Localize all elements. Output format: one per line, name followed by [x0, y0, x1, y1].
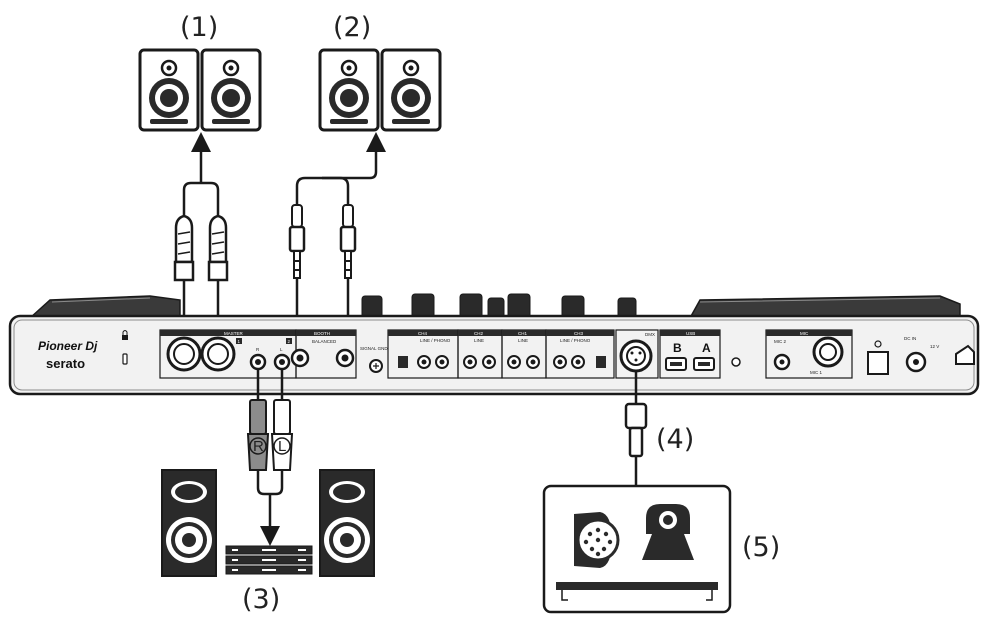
pa-speaker-right	[319, 469, 375, 577]
ch3-sub: LINE / PHONO	[560, 338, 591, 343]
rca-plug-l-label: L	[278, 438, 286, 455]
master-l-label: L	[280, 347, 283, 352]
monitor-speaker-left-2	[318, 48, 380, 132]
rca-plug-left: L	[270, 399, 294, 471]
usb-section: USB B A	[659, 329, 721, 379]
master-r-label: R	[256, 347, 260, 352]
booth-label: BOOTH	[314, 331, 330, 336]
usb-a-label: A	[702, 341, 711, 355]
xlr-plug-left	[173, 214, 195, 282]
callout-3: (3)	[242, 584, 280, 615]
brand-pioneer: Pioneer Dj	[38, 339, 98, 353]
monitor-speaker-right-2	[380, 48, 442, 132]
ch4-label: CH4	[418, 331, 427, 336]
trs-plug-right	[339, 204, 357, 279]
monitor-speakers-2	[318, 48, 442, 132]
kensington-slot	[122, 353, 128, 365]
power-switch	[867, 351, 889, 375]
master-2-num: 2	[288, 339, 291, 344]
booth-section: BOOTH BALANCED	[290, 329, 357, 379]
master-section: MASTER 1 2 R L	[159, 329, 297, 379]
dmx-cable-4	[624, 370, 648, 486]
mic2-label: MIC 2	[774, 339, 786, 344]
monitor-speakers-1	[138, 48, 262, 132]
booth-balanced-label: BALANCED	[312, 339, 337, 344]
xlr-plug-right	[207, 214, 229, 282]
ch1-sub: LINE	[518, 338, 528, 343]
mic-label: MIC	[800, 331, 809, 336]
voltage-label: 12 V	[930, 344, 939, 349]
signal-gnd: SIGNAL GND	[360, 346, 388, 373]
callout-4: (4)	[656, 424, 694, 455]
ch2-sub: LINE	[474, 338, 484, 343]
callout-2: (2)	[333, 12, 371, 43]
lock-icon	[122, 330, 128, 340]
callout-1: (1)	[180, 12, 218, 43]
power-section: DC IN 12 V	[867, 336, 975, 375]
pa-speaker-left	[161, 469, 217, 577]
callout-5: (5)	[742, 532, 780, 563]
usb-b-label: B	[673, 341, 682, 355]
ch4-sub: LINE / PHONO	[420, 338, 451, 343]
rca-plug-r-label: R	[253, 438, 264, 455]
controller-rear-panel: Pioneer Dj serato MASTER 1 2 R	[8, 293, 980, 396]
rca-plug-right: R	[246, 399, 270, 471]
brand-serato: serato	[46, 356, 85, 371]
mic1-label: MIC 1	[810, 370, 822, 375]
ch1-label: CH1	[518, 331, 527, 336]
monitor-speaker-right-1	[200, 48, 262, 132]
channel-inputs: CH4 LINE / PHONO CH2 LINE CH1 LINE CH3 L…	[387, 329, 615, 379]
monitor-speaker-left-1	[138, 48, 200, 132]
dmx-label: DMX	[645, 332, 655, 337]
trs-plug-left	[288, 204, 306, 279]
ch2-label: CH2	[474, 331, 483, 336]
ch3-label: CH3	[574, 331, 583, 336]
truss-bar	[556, 582, 718, 590]
power-amplifier	[225, 545, 313, 575]
master-label: MASTER	[224, 331, 244, 336]
mic-section: MIC MIC 2 MIC 1	[765, 329, 853, 379]
par-light-icon	[574, 512, 620, 568]
signal-gnd-label: SIGNAL GND	[360, 346, 388, 351]
master-1-num: 1	[238, 339, 241, 344]
dmx-lighting-box	[542, 484, 732, 614]
moving-head-icon	[642, 504, 694, 560]
dc-in-label: DC IN	[904, 336, 916, 341]
usb-label: USB	[686, 331, 695, 336]
